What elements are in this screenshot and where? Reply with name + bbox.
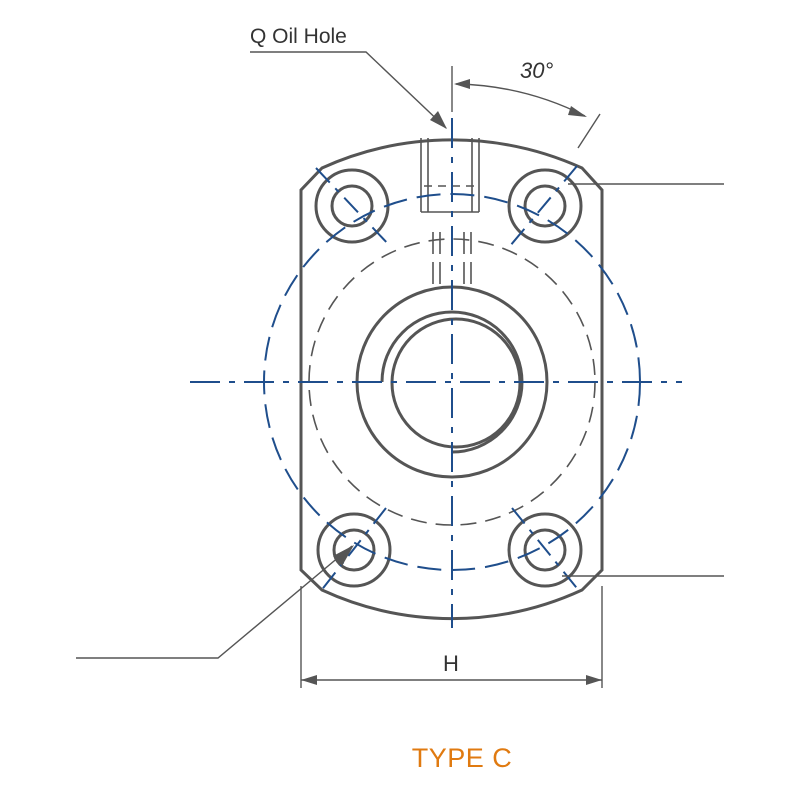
leader-arrows <box>333 111 447 566</box>
oil-hole-label: Q Oil Hole <box>250 25 347 48</box>
angle-arrows <box>454 79 587 117</box>
dimension-h-label: H <box>443 651 459 676</box>
leader-lines <box>76 51 724 659</box>
angle-label: 30° <box>520 58 554 83</box>
bore-relief <box>380 310 524 454</box>
h-dimension <box>300 586 603 688</box>
h-arrows <box>301 675 602 685</box>
type-title: TYPE C <box>411 743 513 773</box>
centerlines <box>190 118 682 628</box>
